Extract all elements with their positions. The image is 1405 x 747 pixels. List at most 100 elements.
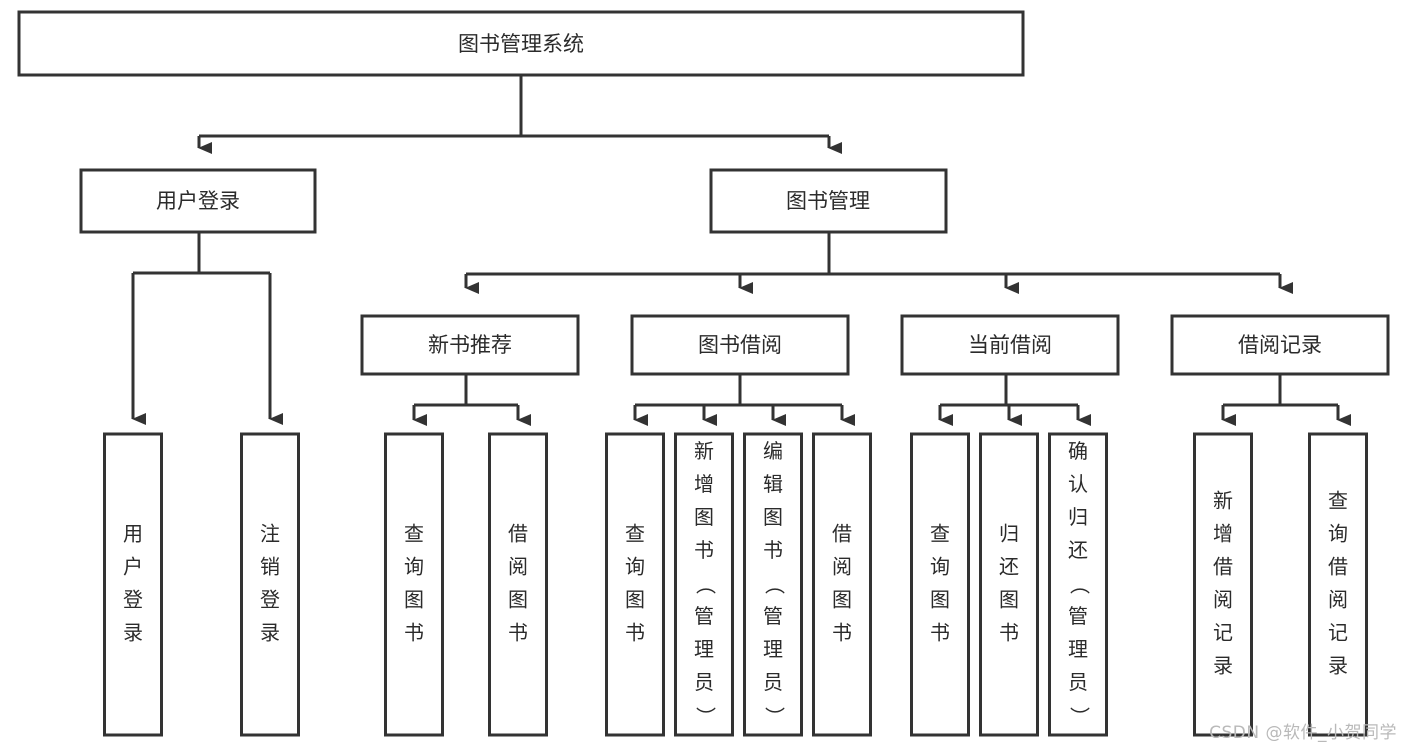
watermark-csdn: CSDN @软件_小贺同学: [1209, 723, 1397, 743]
leaf-leaf-user-login[interactable]: 用户登录: [103, 432, 163, 737]
svg-text:归: 归: [999, 522, 1019, 546]
node-root[interactable]: 图书管理系统: [17, 10, 1025, 77]
svg-text:）: ）: [694, 707, 718, 727]
svg-text:询: 询: [404, 555, 424, 579]
svg-text:员: 员: [763, 670, 783, 694]
svg-text:查: 查: [404, 522, 424, 546]
node-user-login[interactable]: 用户登录: [79, 168, 317, 234]
node-book-manage-label: 图书管理: [786, 189, 870, 213]
svg-text:）: ）: [1068, 707, 1092, 727]
svg-text:确: 确: [1068, 439, 1088, 463]
svg-text:图: 图: [508, 588, 528, 612]
svg-text:新: 新: [1213, 489, 1233, 513]
leaf-box[interactable]: [674, 432, 734, 737]
svg-text:（: （: [763, 575, 787, 595]
svg-text:书: 书: [694, 538, 714, 562]
node-root-box[interactable]: [17, 10, 1025, 77]
svg-text:登: 登: [260, 588, 280, 612]
node-book-manage[interactable]: 图书管理: [709, 168, 948, 234]
svg-text:登: 登: [123, 588, 143, 612]
svg-text:还: 还: [1068, 538, 1088, 562]
svg-text:记: 记: [1213, 621, 1233, 645]
svg-text:询: 询: [1328, 522, 1348, 546]
svg-text:管: 管: [694, 604, 714, 628]
svg-text:增: 增: [694, 472, 714, 496]
svg-text:书: 书: [625, 621, 645, 645]
svg-text:书: 书: [404, 621, 424, 645]
node-new-book-rec-label: 新书推荐: [428, 333, 512, 357]
svg-text:查: 查: [930, 522, 950, 546]
svg-text:询: 询: [625, 555, 645, 579]
svg-text:还: 还: [999, 555, 1019, 579]
node-root-label: 图书管理系统: [458, 32, 584, 56]
svg-text:辑: 辑: [763, 472, 783, 496]
leaf-box[interactable]: [812, 432, 872, 737]
svg-text:认: 认: [1068, 472, 1088, 496]
leaf-box[interactable]: [979, 432, 1039, 737]
node-book-borrow[interactable]: 图书借阅: [630, 314, 850, 376]
svg-text:员: 员: [1068, 670, 1088, 694]
svg-text:书: 书: [999, 621, 1019, 645]
leaf-box[interactable]: [743, 432, 803, 737]
leaf-box[interactable]: [488, 432, 548, 737]
svg-text:阅: 阅: [1213, 588, 1233, 612]
node-borrow-record-box[interactable]: [1170, 314, 1390, 376]
svg-text:借: 借: [1328, 555, 1348, 579]
svg-text:理: 理: [763, 637, 783, 661]
svg-text:阅: 阅: [832, 555, 852, 579]
svg-text:录: 录: [260, 621, 280, 645]
svg-text:阅: 阅: [1328, 588, 1348, 612]
leaf-box[interactable]: [1193, 432, 1253, 737]
svg-text:增: 增: [1213, 522, 1233, 546]
svg-text:记: 记: [1328, 621, 1348, 645]
leaf-box[interactable]: [384, 432, 444, 737]
node-new-book-rec[interactable]: 新书推荐: [360, 314, 580, 376]
svg-text:录: 录: [123, 621, 143, 645]
leaf-nodes: 用户登录注销登录查询图书借阅图书查询图书新增图书（管理员）编辑图书（管理员）借阅…: [103, 432, 1368, 737]
node-user-login-box[interactable]: [79, 168, 317, 234]
node-current-borrow[interactable]: 当前借阅: [900, 314, 1120, 376]
svg-text:书: 书: [930, 621, 950, 645]
node-borrow-record[interactable]: 借阅记录: [1170, 314, 1390, 376]
node-new-book-rec-box[interactable]: [360, 314, 580, 376]
leaf-box[interactable]: [103, 432, 163, 737]
svg-text:借: 借: [1213, 555, 1233, 579]
svg-text:书: 书: [763, 538, 783, 562]
leaf-box[interactable]: [1048, 432, 1108, 737]
node-book-borrow-label: 图书借阅: [698, 333, 782, 357]
svg-text:录: 录: [1328, 654, 1348, 678]
node-book-borrow-box[interactable]: [630, 314, 850, 376]
node-book-manage-box[interactable]: [709, 168, 948, 234]
leaf-box[interactable]: [1308, 432, 1368, 737]
svg-text:用: 用: [123, 522, 143, 546]
leaf-box[interactable]: [605, 432, 665, 737]
svg-text:图: 图: [832, 588, 852, 612]
node-current-borrow-box[interactable]: [900, 314, 1120, 376]
node-borrow-record-label: 借阅记录: [1238, 333, 1322, 357]
node-user-login-label: 用户登录: [156, 189, 240, 213]
leaf-box[interactable]: [240, 432, 300, 737]
svg-text:书: 书: [508, 621, 528, 645]
leaf-box[interactable]: [910, 432, 970, 737]
svg-text:户: 户: [123, 555, 143, 579]
